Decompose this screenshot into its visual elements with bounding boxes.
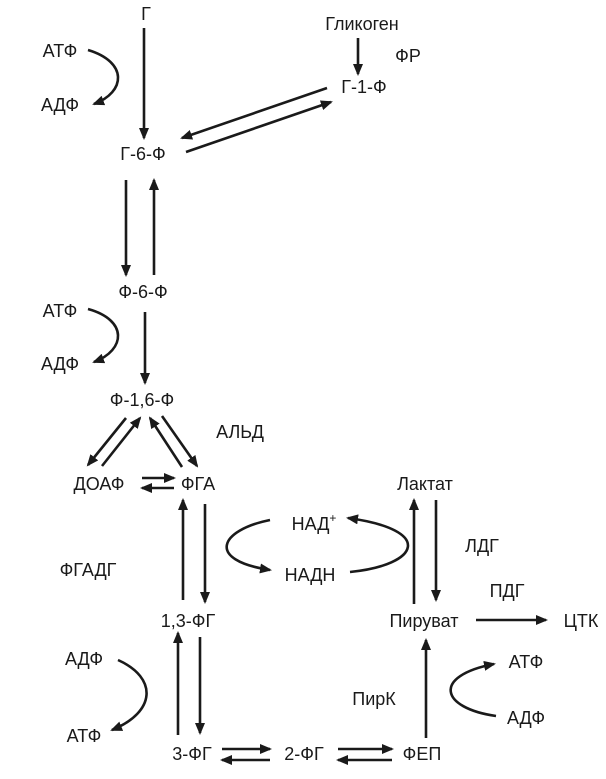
cofactor-atp-pfk: АТФ [43,301,78,321]
arrow-g1p-to-g6p [180,86,328,140]
enzyme-pdh: ПДГ [490,581,525,601]
metabolite-f16bp: Ф-1,6-Ф [110,390,174,410]
metabolite-pep: ФЕП [403,744,442,764]
metabolite-gap: ФГА [181,474,215,494]
arrow-f16bp-to-dhap [86,417,128,467]
metabolite-pg2: 2-ФГ [284,744,324,764]
arrow-atp-adp-hexokinase [87,48,120,106]
metabolite-pyruvate: Пируват [389,611,458,631]
cofactor-atp-hexokinase: АТФ [43,41,78,61]
enzyme-ldh: ЛДГ [465,536,499,556]
enzyme-gapdh: ФГАДГ [60,560,117,580]
metabolite-dhap: ДОАФ [74,474,125,494]
cofactor-adp-pgk: АДФ [65,649,103,669]
cofactor-adp-hexokinase: АДФ [41,95,79,115]
arrow-adp-atp-pgk [110,658,148,732]
cofactor-atp-pgk: АТФ [67,726,102,746]
metabolite-pg3: 3-ФГ [172,744,212,764]
metabolite-g1p: Г-1-Ф [341,77,386,97]
arrow-gap-to-f16bp [148,416,184,468]
metabolite-lactate: Лактат [397,474,453,494]
cofactor-adp-pk: АДФ [507,708,545,728]
arrow-g6p-to-g1p [185,100,333,154]
arrow-adp-atp-pk [449,660,497,718]
arrow-f16bp-to-gap [160,415,199,468]
metabolite-tca: ЦТК [564,611,599,631]
enzyme-phosphorylase: ФР [395,46,421,66]
metabolite-bpg13: 1,3-ФГ [161,611,216,631]
arrow-atp-adp-pfk [87,307,120,364]
enzyme-aldolase: АЛЬД [216,422,264,442]
cofactor-nad-charge: + [329,511,336,525]
cofactor-nad-base: НАД [292,514,330,534]
metabolite-f6p: Ф-6-Ф [118,282,167,302]
metabolite-glycogen: Гликоген [325,14,399,34]
arrow-dhap-to-f16bp [100,416,142,467]
cofactor-nadh: НАДН [285,565,336,585]
metabolite-g6p: Г-6-Ф [120,144,165,164]
enzyme-pk: ПирК [352,689,396,709]
cofactor-nad: НАД+ [292,511,337,534]
metabolite-glucose: Г [141,4,151,24]
cofactor-adp-pfk: АДФ [41,354,79,374]
cofactor-atp-pk: АТФ [509,652,544,672]
arrow-nadh-to-nad [346,514,410,574]
arrow-nad-to-nadh [225,518,272,574]
